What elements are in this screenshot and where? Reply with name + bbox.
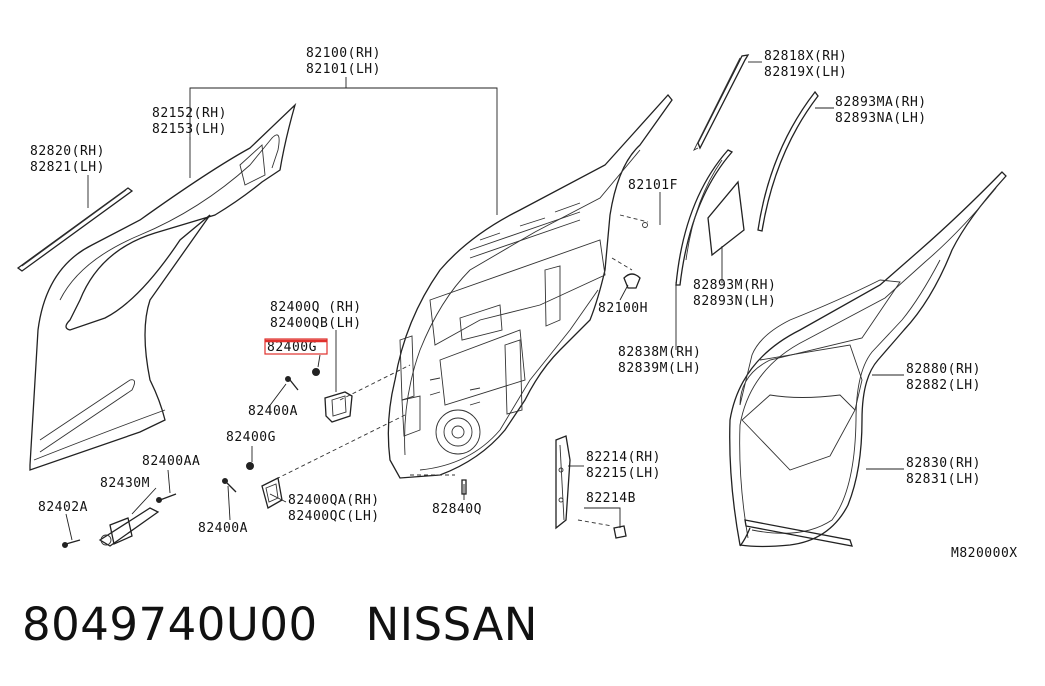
brand-name: NISSAN: [365, 598, 538, 651]
part-labels: 82100(RH) 82101(LH) 82152(RH) 82153(LH) …: [30, 46, 1018, 561]
belt-moulding-strip: [16, 187, 134, 272]
label-82821: 82821(LH): [30, 160, 105, 175]
label-82402a: 82402A: [38, 500, 88, 515]
door-weatherstrip: [729, 171, 1007, 548]
highlight-mark: [264, 338, 328, 355]
label-82400q: 82400Q (RH): [270, 300, 362, 315]
inner-door-frame: [387, 93, 673, 479]
door-seal-inner: [739, 279, 901, 471]
label-82214b: 82214B: [586, 491, 636, 506]
label-82820: 82820(RH): [30, 144, 105, 159]
label-82840q: 82840Q: [432, 502, 482, 517]
label-82400qa: 82400QA(RH): [288, 493, 380, 508]
label-82400g: 82400G: [226, 430, 276, 445]
label-82893na: 82893NA(LH): [835, 111, 927, 126]
label-82215: 82215(LH): [586, 466, 661, 481]
clips: [461, 222, 648, 539]
lower-hinge: [222, 462, 283, 509]
label-82400qb: 82400QB(LH): [270, 316, 362, 331]
label-82400g-highlighted: 82400G: [267, 340, 317, 355]
door-check-link: [62, 493, 177, 548]
label-82818x: 82818X(RH): [764, 49, 847, 64]
label-82882: 82882(LH): [906, 378, 981, 393]
label-82214: 82214(RH): [586, 450, 661, 465]
window-sash-pieces: [675, 54, 819, 286]
label-82400a-bottom: 82400A: [198, 521, 248, 536]
label-82893ma: 82893MA(RH): [835, 95, 927, 110]
leader-lines: [65, 61, 904, 541]
label-82831: 82831(LH): [906, 472, 981, 487]
upper-hinge: [285, 368, 353, 423]
label-82400qc: 82400QC(LH): [288, 509, 380, 524]
label-82400a-top: 82400A: [248, 404, 298, 419]
parts-diagram: 82100(RH) 82101(LH) 82152(RH) 82153(LH) …: [16, 46, 1018, 561]
footer-caption: 8049740U00 NISSAN: [22, 598, 586, 651]
label-82100: 82100(RH): [306, 46, 381, 61]
label-82893n: 82893N(LH): [693, 294, 776, 309]
label-82880: 82880(RH): [906, 362, 981, 377]
part-number: 8049740U00: [22, 598, 318, 651]
label-82838m: 82838M(RH): [618, 345, 701, 360]
lower-sealing-strip: [739, 519, 853, 547]
diagram-reference-code: M820000X: [951, 546, 1018, 561]
label-82153: 82153(LH): [152, 122, 227, 137]
label-82893m: 82893M(RH): [693, 278, 776, 293]
label-82101: 82101(LH): [306, 62, 381, 77]
label-82830: 82830(RH): [906, 456, 981, 471]
outer-door-panel: [29, 102, 297, 471]
label-82152: 82152(RH): [152, 106, 227, 121]
label-82839m: 82839M(LH): [618, 361, 701, 376]
label-82101f: 82101F: [628, 178, 678, 193]
rear-sash-channel: [555, 435, 571, 530]
assembly-guide-lines: [269, 214, 649, 527]
label-82400aa: 82400AA: [142, 454, 200, 469]
label-82430m: 82430M: [100, 476, 150, 491]
label-82100h: 82100H: [598, 301, 648, 316]
label-82819x: 82819X(LH): [764, 65, 847, 80]
